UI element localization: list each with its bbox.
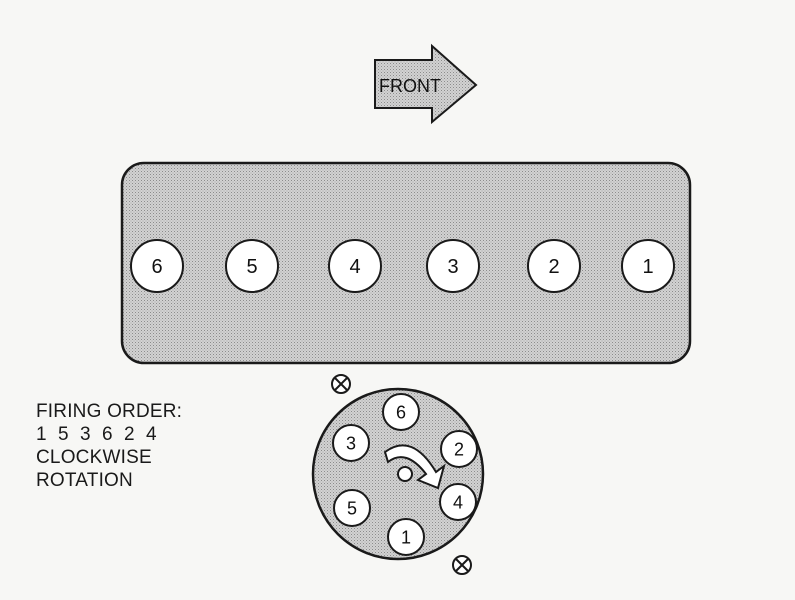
cylinder-1-label: 1 xyxy=(642,256,653,278)
cylinder-5: 5 xyxy=(225,239,279,293)
distributor-terminal-1-label: 1 xyxy=(401,527,411,547)
distributor-terminal-4-label: 4 xyxy=(453,492,463,512)
distributor-terminals: 6 2 4 1 5 3 xyxy=(332,393,478,556)
cylinder-2-label: 2 xyxy=(548,256,559,278)
cylinder-6: 6 xyxy=(130,239,184,293)
cylinder-5-label: 5 xyxy=(246,256,257,278)
cylinder-row: 6 5 4 3 2 1 xyxy=(130,239,675,293)
cylinder-4: 4 xyxy=(328,239,382,293)
distributor-cap: 6 2 4 1 5 3 xyxy=(311,387,485,561)
cylinder-2: 2 xyxy=(527,239,581,293)
front-arrow: FRONT xyxy=(374,43,478,125)
cap-screw-top-icon xyxy=(331,374,351,394)
cylinder-6-label: 6 xyxy=(151,256,162,278)
distributor-terminal-4: 4 xyxy=(439,483,477,521)
distributor-terminal-5-label: 5 xyxy=(347,498,357,518)
rotation-label: ROTATION xyxy=(36,470,133,491)
front-arrow-icon xyxy=(374,43,478,125)
firing-order-digit: 1 xyxy=(36,424,47,445)
rotation-direction: CLOCKWISE xyxy=(36,447,152,468)
cap-screw-bottom-icon xyxy=(452,555,472,575)
firing-order-digit: 4 xyxy=(146,424,157,445)
distributor-terminal-1: 1 xyxy=(387,518,425,556)
firing-order-heading: FIRING ORDER: xyxy=(36,401,183,422)
rotor-arrow-icon xyxy=(383,444,446,490)
firing-order-digit: 6 xyxy=(102,424,113,445)
firing-order-digit: 3 xyxy=(80,424,91,445)
distributor-terminal-5: 5 xyxy=(333,489,371,527)
distributor-terminal-6: 6 xyxy=(382,393,420,431)
distributor-terminal-3: 3 xyxy=(332,424,370,462)
cylinder-4-label: 4 xyxy=(349,256,360,278)
cylinder-1: 1 xyxy=(621,239,675,293)
distributor-terminal-2-label: 2 xyxy=(454,439,464,459)
front-label: FRONT xyxy=(379,76,441,96)
engine-block xyxy=(120,161,692,365)
distributor-terminal-6-label: 6 xyxy=(396,402,406,422)
firing-order-digit: 5 xyxy=(58,424,69,445)
firing-order-digit: 2 xyxy=(124,424,135,445)
distributor-terminal-2: 2 xyxy=(440,430,478,468)
rotor-shaft xyxy=(397,466,413,482)
cylinder-3-label: 3 xyxy=(447,256,458,278)
distributor-terminal-3-label: 3 xyxy=(346,433,356,453)
cylinder-3: 3 xyxy=(426,239,480,293)
